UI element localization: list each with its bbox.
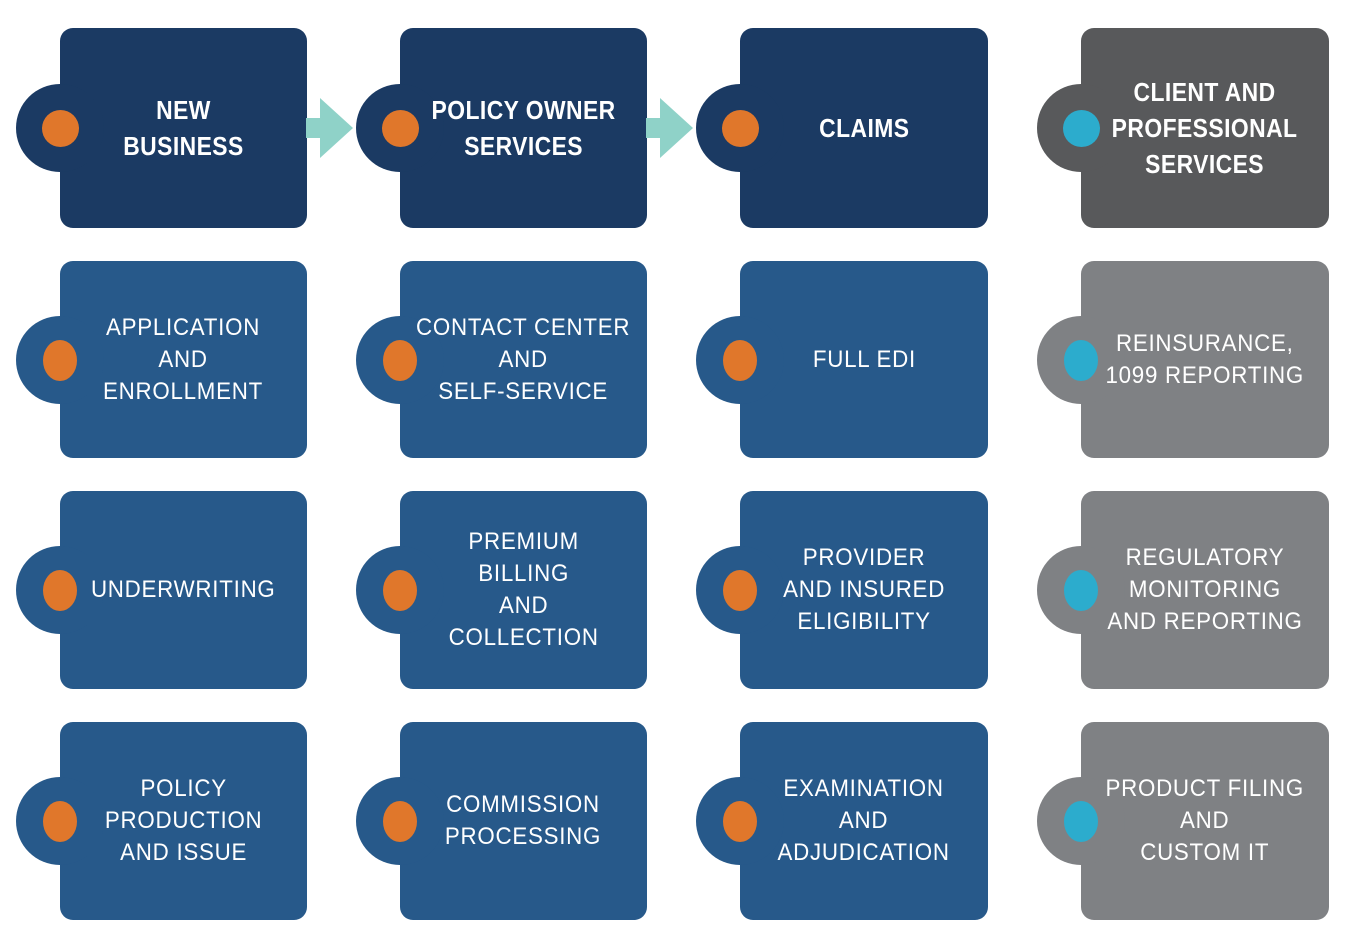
process-box-label: EXAMINATION AND ADJUDICATION (777, 775, 951, 866)
teal-dot-icon (1064, 801, 1098, 842)
process-box-label: NEW BUSINESS (123, 95, 244, 161)
orange-dot-icon (43, 339, 77, 381)
orange-dot-icon (383, 801, 417, 842)
process-box-policy-owner-services: POLICY OWNER SERVICES (356, 28, 647, 228)
process-box-examination-adjudication: EXAMINATION AND ADJUDICATION (696, 722, 988, 920)
process-box-label: REINSURANCE, 1099 REPORTING (1105, 329, 1305, 389)
flow-arrow-icon (306, 98, 353, 158)
orange-dot-icon (43, 801, 77, 842)
orange-dot-icon (382, 110, 419, 147)
process-box-reinsurance-1099-reporting: REINSURANCE, 1099 REPORTING (1037, 261, 1329, 458)
orange-dot-icon (723, 801, 757, 842)
process-box-label: PRODUCT FILING AND CUSTOM IT (1105, 775, 1305, 866)
process-grid: NEW BUSINESS POLICY OWNER SERVICES CLAIM… (16, 28, 1329, 920)
process-box-label: REGULATORY MONITORING AND REPORTING (1107, 544, 1303, 635)
process-box-claims: CLAIMS (696, 28, 988, 228)
process-box-label: POLICY PRODUCTION AND ISSUE (104, 775, 263, 866)
process-box-new-business: NEW BUSINESS (16, 28, 307, 228)
process-box-application-enrollment: APPLICATION AND ENROLLMENT (16, 261, 307, 458)
process-box-contact-center-self-service: CONTACT CENTER AND SELF-SERVICE (356, 261, 647, 458)
teal-dot-icon (1064, 339, 1098, 381)
arrow-head (320, 98, 353, 158)
process-box-label: POLICY OWNER SERVICES (431, 95, 616, 161)
process-box-regulatory-monitoring-reporting: REGULATORY MONITORING AND REPORTING (1037, 491, 1329, 689)
process-box-label: CONTACT CENTER AND SELF-SERVICE (416, 313, 631, 405)
orange-dot-icon (722, 110, 759, 147)
process-box-premium-billing-collection: PREMIUM BILLING AND COLLECTION (356, 491, 647, 689)
orange-dot-icon (723, 570, 757, 611)
orange-dot-icon (383, 570, 417, 611)
process-box-commission-processing: COMMISSION PROCESSING (356, 722, 647, 920)
process-box-policy-production-issue: POLICY PRODUCTION AND ISSUE (16, 722, 307, 920)
process-box-label: PROVIDER AND INSURED ELIGIBILITY (783, 544, 945, 635)
arrow-head (660, 98, 693, 158)
process-box-label: CLAIMS (818, 113, 910, 143)
process-box-label: APPLICATION AND ENROLLMENT (103, 313, 264, 405)
process-box-full-edi: FULL EDI (696, 261, 988, 458)
process-box-underwriting: UNDERWRITING (16, 491, 307, 689)
teal-dot-icon (1064, 570, 1098, 611)
process-box-label: CLIENT AND PROFESSIONAL SERVICES (1112, 77, 1298, 179)
process-box-label: FULL EDI (812, 345, 916, 373)
process-box-product-filing-custom-it: PRODUCT FILING AND CUSTOM IT (1037, 722, 1329, 920)
orange-dot-icon (42, 110, 79, 147)
orange-dot-icon (723, 339, 757, 381)
teal-dot-icon (1063, 110, 1100, 147)
process-box-label: COMMISSION PROCESSING (445, 791, 602, 850)
arrow-shaft (646, 118, 660, 138)
process-box-client-professional-services: CLIENT AND PROFESSIONAL SERVICES (1037, 28, 1329, 228)
flow-arrow-icon (646, 98, 693, 158)
process-box-provider-insured-eligibility: PROVIDER AND INSURED ELIGIBILITY (696, 491, 988, 689)
arrow-shaft (306, 118, 320, 138)
orange-dot-icon (43, 570, 77, 611)
orange-dot-icon (383, 339, 417, 381)
process-box-label: UNDERWRITING (91, 576, 276, 603)
process-box-label: PREMIUM BILLING AND COLLECTION (448, 528, 599, 651)
